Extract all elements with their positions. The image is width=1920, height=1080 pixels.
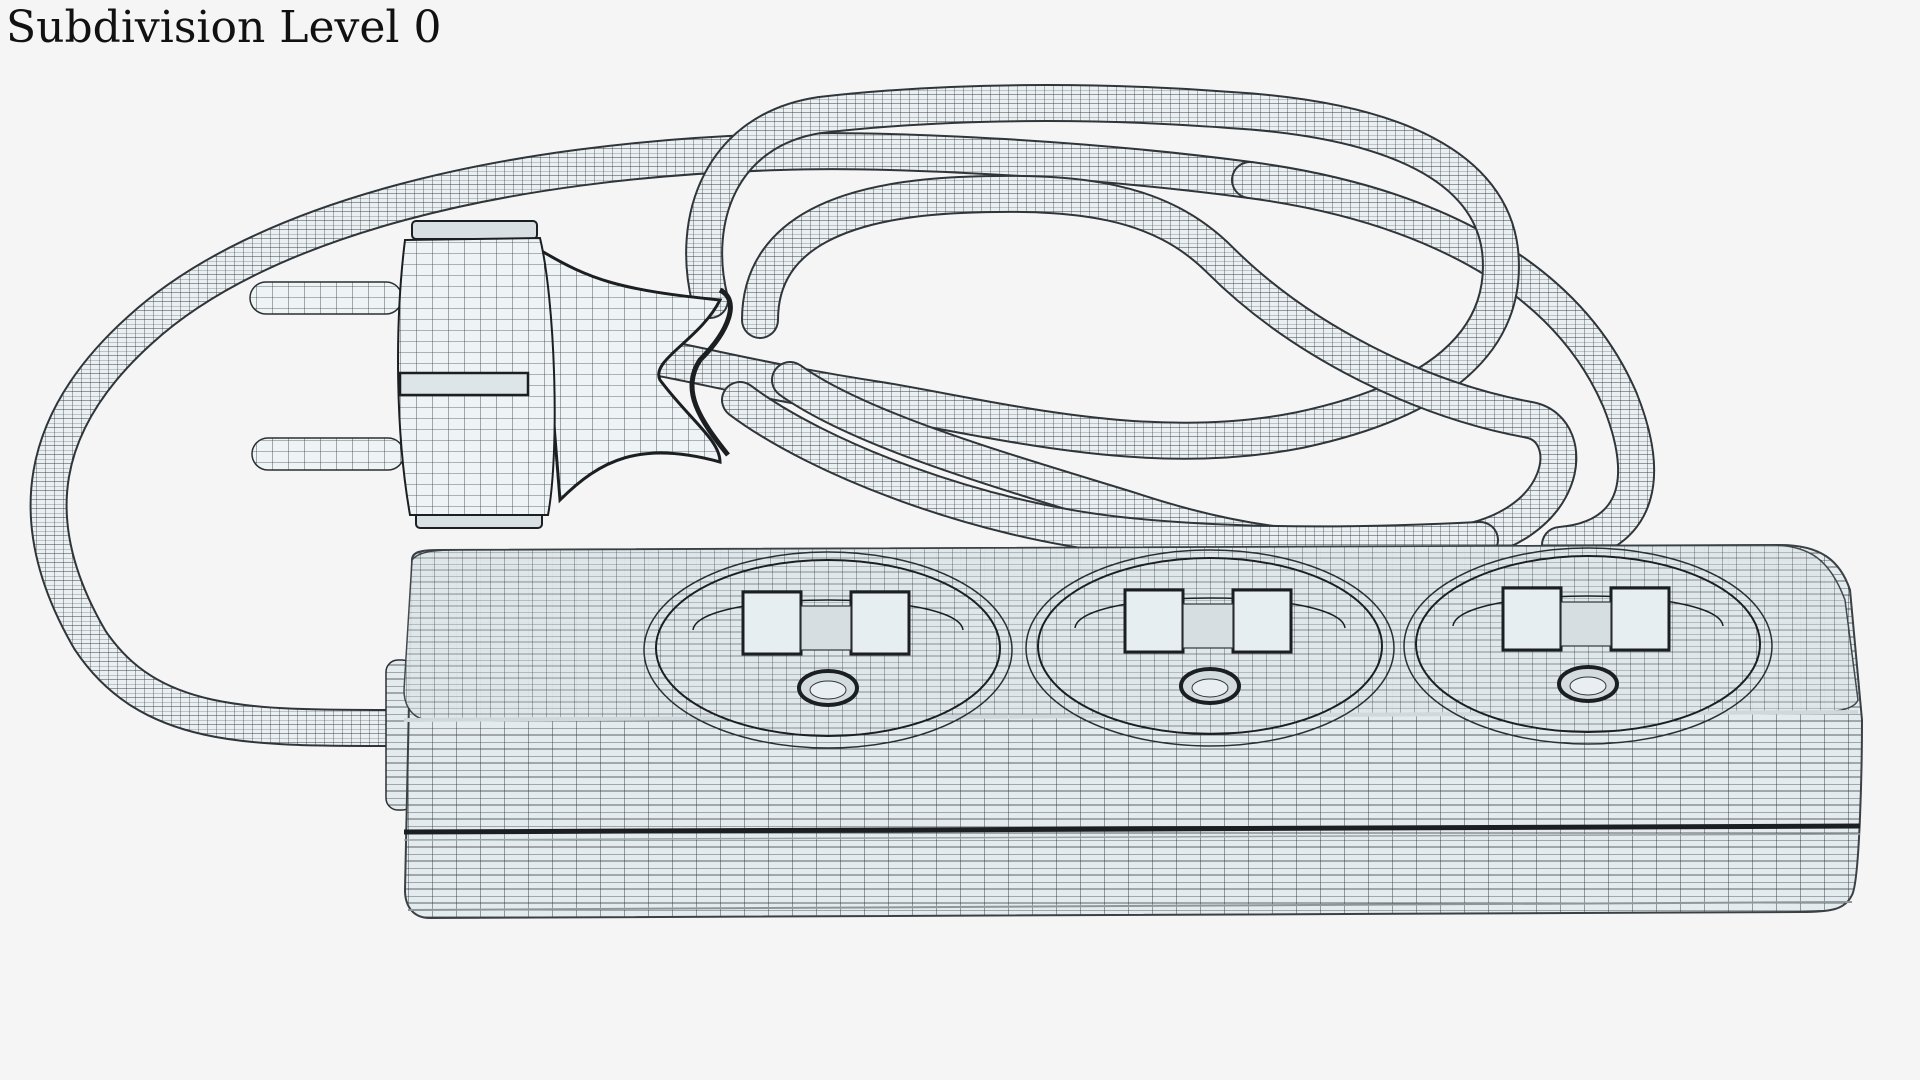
power-cable [29, 84, 1656, 748]
body-seam-line [403, 823, 1861, 835]
socket-slot-left [1501, 586, 1563, 652]
plug-prong-bottom [251, 437, 405, 471]
socket-slot-right [849, 590, 911, 656]
socket-3 [1403, 547, 1773, 745]
subdivision-level-label: Subdivision Level 0 [6, 2, 442, 53]
socket-slot-right [1231, 588, 1293, 654]
socket-2 [1025, 549, 1395, 747]
socket-slot-left [741, 590, 803, 656]
power-plug [249, 220, 733, 529]
socket-slot-left [1123, 588, 1185, 654]
socket-slot-right [1609, 586, 1671, 652]
socket-1 [643, 551, 1013, 749]
plug-prong-top [249, 281, 403, 315]
